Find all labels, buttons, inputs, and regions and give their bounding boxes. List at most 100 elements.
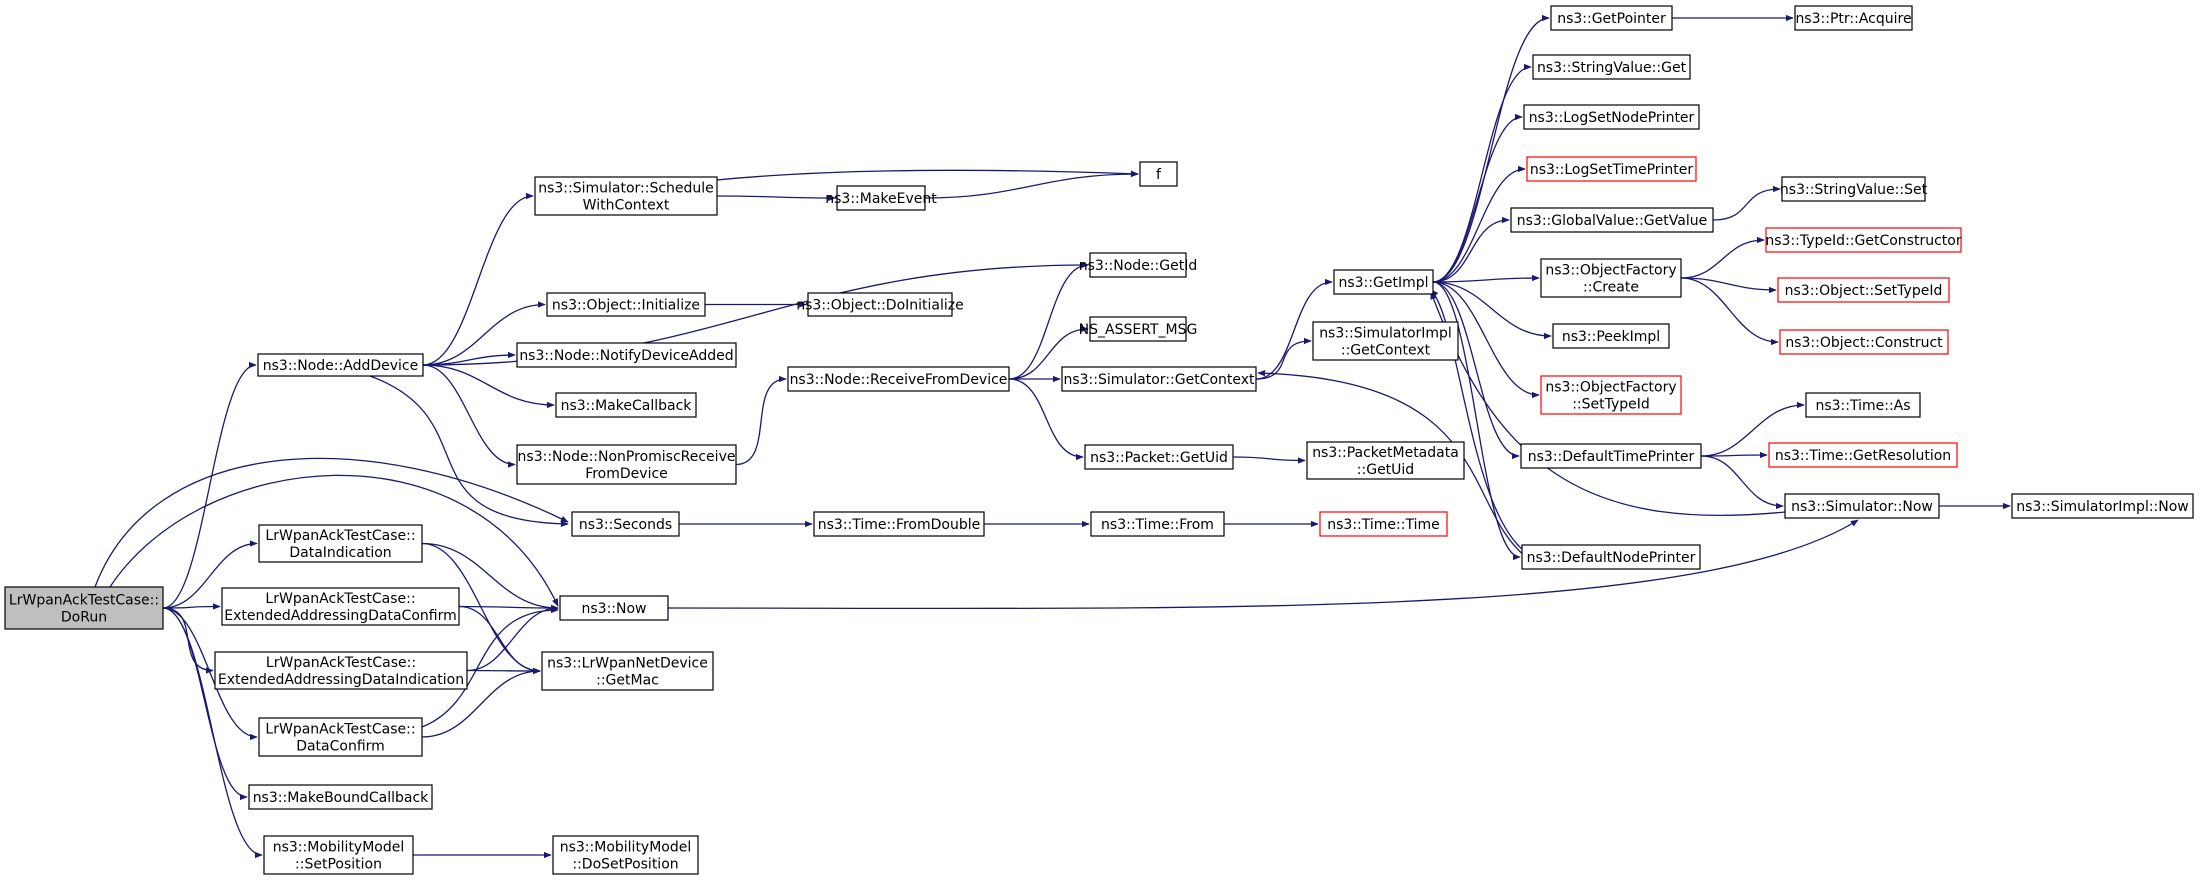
call-edge-getImpl-to-logSetNodePrinter xyxy=(1432,113,1523,283)
function-node-box xyxy=(559,595,669,621)
function-node-label: ns3::TypeId::GetConstructor xyxy=(1765,233,1961,249)
function-node-timeTime[interactable]: ns3::Time::Time xyxy=(1319,511,1448,537)
call-edge-receiveFromDevice-to-packetGetUid xyxy=(1008,378,1084,461)
function-node-objSetTypeId[interactable]: ns3::Object::SetTypeId xyxy=(1777,277,1950,303)
function-node-seconds[interactable]: ns3::Seconds xyxy=(571,511,680,537)
function-node-label: ns3::Object::Initialize xyxy=(552,298,700,314)
function-node-makeEvent[interactable]: ns3::MakeEvent xyxy=(825,185,937,211)
function-node-addDevice[interactable]: ns3::Node::AddDevice xyxy=(257,353,424,377)
function-node-label: ns3::MakeCallback xyxy=(561,398,693,414)
function-node-label: ns3::PacketMetadata xyxy=(1312,445,1459,461)
function-node-ptrAcquire[interactable]: ns3::Ptr::Acquire xyxy=(1794,5,1913,31)
call-edge-schedWithContext-to-f xyxy=(716,169,1139,181)
call-edge-getImpl-to-peekImpl xyxy=(1432,281,1552,340)
function-node-pktMetaGetUid[interactable]: ns3::PacketMetadata::GetUid xyxy=(1306,441,1465,480)
function-node-logSetNodePrinter[interactable]: ns3::LogSetNodePrinter xyxy=(1523,104,1700,130)
function-node-box xyxy=(1523,104,1700,130)
function-node-box xyxy=(1089,316,1187,342)
function-node-packetGetUid[interactable]: ns3::Packet::GetUid xyxy=(1084,444,1234,470)
function-node-mobSetPosition[interactable]: ns3::MobilityModel::SetPosition xyxy=(263,835,414,875)
function-node-getImpl[interactable]: ns3::GetImpl xyxy=(1333,269,1434,295)
function-node-logSetTimePrinter[interactable]: ns3::LogSetTimePrinter xyxy=(1526,156,1697,182)
function-node-stringValueGet[interactable]: ns3::StringValue::Get xyxy=(1532,54,1691,80)
call-edge-addDevice-to-makeCallback xyxy=(422,364,555,409)
function-node-simGetContext[interactable]: ns3::Simulator::GetContext xyxy=(1061,366,1257,392)
call-edge-dorun-to-mobSetPosition xyxy=(162,607,263,859)
call-edge-defaultNodePrinter-to-getImpl xyxy=(1430,289,1531,556)
function-node-getMac[interactable]: ns3::LrWpanNetDevice::GetMac xyxy=(541,651,714,691)
function-node-objInitialize[interactable]: ns3::Object::Initialize xyxy=(546,292,706,317)
function-node-mobDoSetPosition[interactable]: ns3::MobilityModel::DoSetPosition xyxy=(552,835,699,875)
function-node-label: ns3::Ptr::Acquire xyxy=(1795,11,1911,27)
function-node-label: ns3::Simulator::Schedule xyxy=(538,181,714,197)
function-node-label: ns3::Time::From xyxy=(1101,517,1214,533)
function-node-timeAs[interactable]: ns3::Time::As xyxy=(1805,392,1921,418)
function-node-box xyxy=(1521,544,1701,570)
function-node-label: ns3::LrWpanNetDevice xyxy=(547,656,708,672)
function-node-box xyxy=(257,353,424,377)
function-node-label: ns3::Node::GetId xyxy=(1079,258,1197,274)
function-node-defaultNodePrinter[interactable]: ns3::DefaultNodePrinter xyxy=(1521,544,1701,570)
function-node-simImplGetContext[interactable]: ns3::SimulatorImpl::GetContext xyxy=(1312,321,1459,361)
function-node-label: ns3::Time::GetResolution xyxy=(1775,448,1951,464)
function-node-box xyxy=(541,651,714,691)
function-node-now[interactable]: ns3::Now xyxy=(559,595,669,621)
call-edge-addDevice-to-objInitialize xyxy=(422,301,546,366)
function-node-timeFromDouble[interactable]: ns3::Time::FromDouble xyxy=(813,511,985,537)
function-node-objDoInitialize[interactable]: ns3::Object::DoInitialize xyxy=(796,292,964,317)
function-node-label: DoRun xyxy=(61,610,107,626)
function-node-makeBoundCallback[interactable]: ns3::MakeBoundCallback xyxy=(248,784,433,810)
call-edge-dorun-to-extAddrConfirm xyxy=(162,603,221,610)
function-node-dataIndication[interactable]: LrWpanAckTestCase::DataIndication xyxy=(258,524,423,563)
function-node-objFactorySetTypeId[interactable]: ns3::ObjectFactory::SetTypeId xyxy=(1540,375,1682,415)
function-node-extAddrIndication[interactable]: LrWpanAckTestCase::ExtendedAddressingDat… xyxy=(214,651,468,690)
call-edge-simGetContext-to-getImpl xyxy=(1255,278,1333,380)
function-node-dorun[interactable]: LrWpanAckTestCase::DoRun xyxy=(4,586,164,630)
function-node-box xyxy=(1794,5,1913,31)
function-node-typeIdGetConstructor[interactable]: ns3::TypeId::GetConstructor xyxy=(1765,227,1962,253)
call-edge-objFactoryCreate-to-objConstruct xyxy=(1680,277,1779,346)
function-node-box xyxy=(263,835,414,875)
call-edge-simNow-to-getImpl xyxy=(1430,291,1786,517)
function-node-notifyDeviceAdded[interactable]: ns3::Node::NotifyDeviceAdded xyxy=(516,342,737,368)
function-node-defaultTimePrinter[interactable]: ns3::DefaultTimePrinter xyxy=(1520,443,1702,469)
function-node-label: LrWpanAckTestCase:: xyxy=(265,591,415,607)
function-node-label: ns3::Now xyxy=(582,601,647,617)
call-edge-defaultTimePrinter-to-timeAs xyxy=(1700,401,1805,457)
function-node-extAddrConfirm[interactable]: LrWpanAckTestCase::ExtendedAddressingDat… xyxy=(221,587,460,626)
function-node-box xyxy=(1781,176,1926,202)
call-edge-defaultTimePrinter-to-timeGetResolution xyxy=(1700,451,1768,459)
function-node-receiveFromDevice[interactable]: ns3::Node::ReceiveFromDevice xyxy=(787,366,1010,392)
function-node-label: ns3::Time::As xyxy=(1815,398,1910,414)
call-edge-addDevice-to-notifyDeviceAdded xyxy=(422,351,516,366)
function-node-box xyxy=(1089,252,1187,278)
function-node-getPointer[interactable]: ns3::GetPointer xyxy=(1550,5,1673,31)
function-node-simNow[interactable]: ns3::Simulator::Now xyxy=(1784,493,1940,519)
function-node-label: ns3::Packet::GetUid xyxy=(1090,450,1228,466)
call-edge-objFactoryCreate-to-typeIdGetConstructor xyxy=(1680,236,1765,279)
function-node-timeGetResolution[interactable]: ns3::Time::GetResolution xyxy=(1768,442,1958,468)
function-node-makeCallback[interactable]: ns3::MakeCallback xyxy=(555,392,697,418)
function-node-simImplNow[interactable]: ns3::SimulatorImpl::Now xyxy=(2011,493,2194,519)
function-node-globalValueGetValue[interactable]: ns3::GlobalValue::GetValue xyxy=(1510,207,1714,233)
call-edge-dataConfirm-to-now xyxy=(421,606,559,728)
function-node-label: ::Create xyxy=(1583,280,1639,296)
function-node-nodeGetId[interactable]: ns3::Node::GetId xyxy=(1079,252,1197,278)
function-node-box xyxy=(1061,366,1257,392)
function-node-box xyxy=(571,511,680,537)
function-node-objFactoryCreate[interactable]: ns3::ObjectFactory::Create xyxy=(1540,258,1682,298)
function-node-peekImpl[interactable]: ns3::PeekImpl xyxy=(1552,323,1670,349)
function-node-objConstruct[interactable]: ns3::Object::Construct xyxy=(1779,329,1949,355)
function-node-box xyxy=(1312,321,1459,361)
function-node-f[interactable]: f xyxy=(1139,161,1178,187)
function-node-stringValueSet[interactable]: ns3::StringValue::Set xyxy=(1780,176,1928,202)
function-node-nsAssertMsg[interactable]: NS_ASSERT_MSG xyxy=(1079,316,1198,342)
function-node-label: ns3::MobilityModel xyxy=(560,840,692,856)
function-node-box xyxy=(813,511,985,537)
function-node-box xyxy=(516,444,737,485)
function-node-timeFrom[interactable]: ns3::Time::From xyxy=(1090,511,1225,537)
function-node-dataConfirm[interactable]: LrWpanAckTestCase::DataConfirm xyxy=(258,717,423,757)
call-edge-dorun-to-dataConfirm xyxy=(162,607,258,741)
